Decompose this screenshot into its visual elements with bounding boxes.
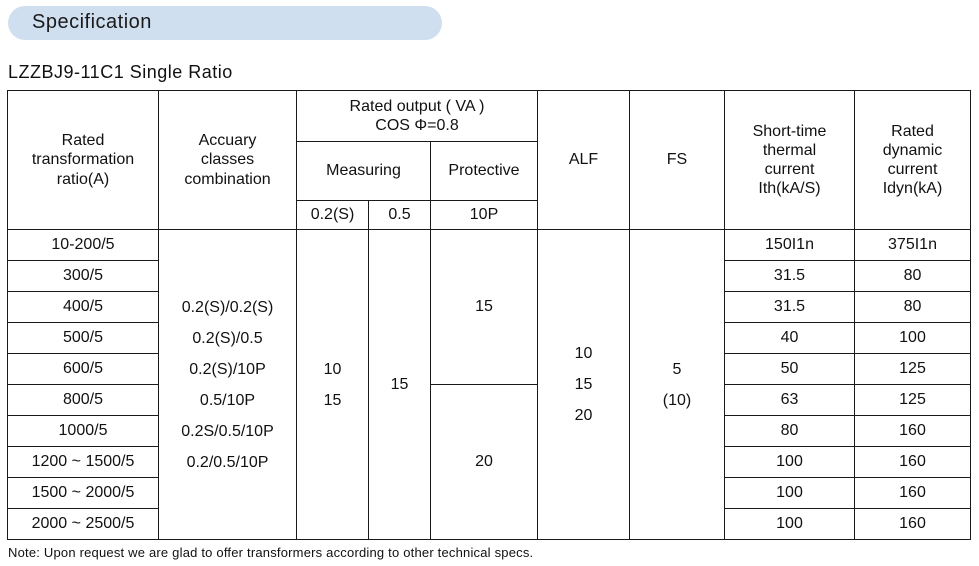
section-header: Specification xyxy=(8,6,442,40)
alf-value: 20 xyxy=(574,407,593,424)
idyn-cell: 160 xyxy=(854,415,971,447)
alf-value: 15 xyxy=(574,376,593,393)
ratio-cell: 500/5 xyxy=(7,322,159,354)
accuracy-combo: 0.2/0.5/10P xyxy=(186,453,269,471)
header-protective: Protective xyxy=(430,141,538,201)
accuracy-combo: 0.2S/0.5/10P xyxy=(181,422,274,440)
measuring-value: 10 xyxy=(323,360,342,378)
ratio-cell: 2000 ~ 2500/5 xyxy=(7,508,159,540)
fs-cell: 5 (10) xyxy=(629,229,725,540)
ith-cell: 100 xyxy=(724,508,855,540)
table-title: LZZBJ9-11C1 Single Ratio xyxy=(8,62,233,82)
ratio-cell: 400/5 xyxy=(7,291,159,323)
ratio-cell: 10-200/5 xyxy=(7,229,159,261)
ith-cell: 100 xyxy=(724,446,855,478)
ith-cell: 63 xyxy=(724,384,855,416)
fs-value: 5 xyxy=(672,360,682,378)
ith-cell: 100 xyxy=(724,477,855,509)
idyn-cell: 125 xyxy=(854,353,971,385)
header-measuring: Measuring xyxy=(296,141,431,201)
idyn-cell: 160 xyxy=(854,446,971,478)
ratio-cell: 1500 ~ 2000/5 xyxy=(7,477,159,509)
protective-lower-cell: 20 xyxy=(430,384,538,540)
ratio-cell: 800/5 xyxy=(7,384,159,416)
idyn-cell: 160 xyxy=(854,477,971,509)
accuracy-combos-cell: 0.2(S)/0.2(S) 0.2(S)/0.5 0.2(S)/10P 0.5/… xyxy=(158,229,297,540)
ratio-cell: 1200 ~ 1500/5 xyxy=(7,446,159,478)
section-title: Specification xyxy=(32,11,152,33)
accuracy-combo: 0.2(S)/0.5 xyxy=(192,329,263,347)
idyn-cell: 100 xyxy=(854,322,971,354)
ratio-cell: 300/5 xyxy=(7,260,159,292)
footnote: Note: Upon request we are glad to offer … xyxy=(8,545,534,560)
subheader-02s: 0.2(S) xyxy=(296,200,369,230)
alf-cell: 10 15 20 xyxy=(537,229,630,540)
idyn-cell: 125 xyxy=(854,384,971,416)
idyn-cell: 80 xyxy=(854,260,971,292)
ith-cell: 31.5 xyxy=(724,260,855,292)
measuring-05-cell: 15 xyxy=(368,229,431,540)
ith-cell: 31.5 xyxy=(724,291,855,323)
ith-cell: 50 xyxy=(724,353,855,385)
accuracy-combo: 0.2(S)/0.2(S) xyxy=(181,298,274,316)
alf-value: 10 xyxy=(574,345,593,362)
idyn-cell: 160 xyxy=(854,508,971,540)
ith-cell: 150I1n xyxy=(724,229,855,261)
accuracy-combo: 0.5/10P xyxy=(199,391,256,409)
idyn-cell: 375I1n xyxy=(854,229,971,261)
ith-cell: 80 xyxy=(724,415,855,447)
fs-value: (10) xyxy=(662,391,692,409)
measuring-02s-cell: 10 15 xyxy=(296,229,369,540)
ratio-cell: 1000/5 xyxy=(7,415,159,447)
header-fs: FS xyxy=(629,90,725,230)
protective-upper-cell: 15 xyxy=(430,229,538,385)
subheader-05: 0.5 xyxy=(368,200,431,230)
accuracy-combo: 0.2(S)/10P xyxy=(189,360,266,378)
measuring-value: 15 xyxy=(323,391,342,409)
header-alf: ALF xyxy=(537,90,630,230)
ith-cell: 40 xyxy=(724,322,855,354)
subheader-10p: 10P xyxy=(430,200,538,230)
header-rated-output: Rated output ( VA )COS Φ=0.8 xyxy=(296,90,538,142)
ratio-cell: 600/5 xyxy=(7,353,159,385)
idyn-cell: 80 xyxy=(854,291,971,323)
